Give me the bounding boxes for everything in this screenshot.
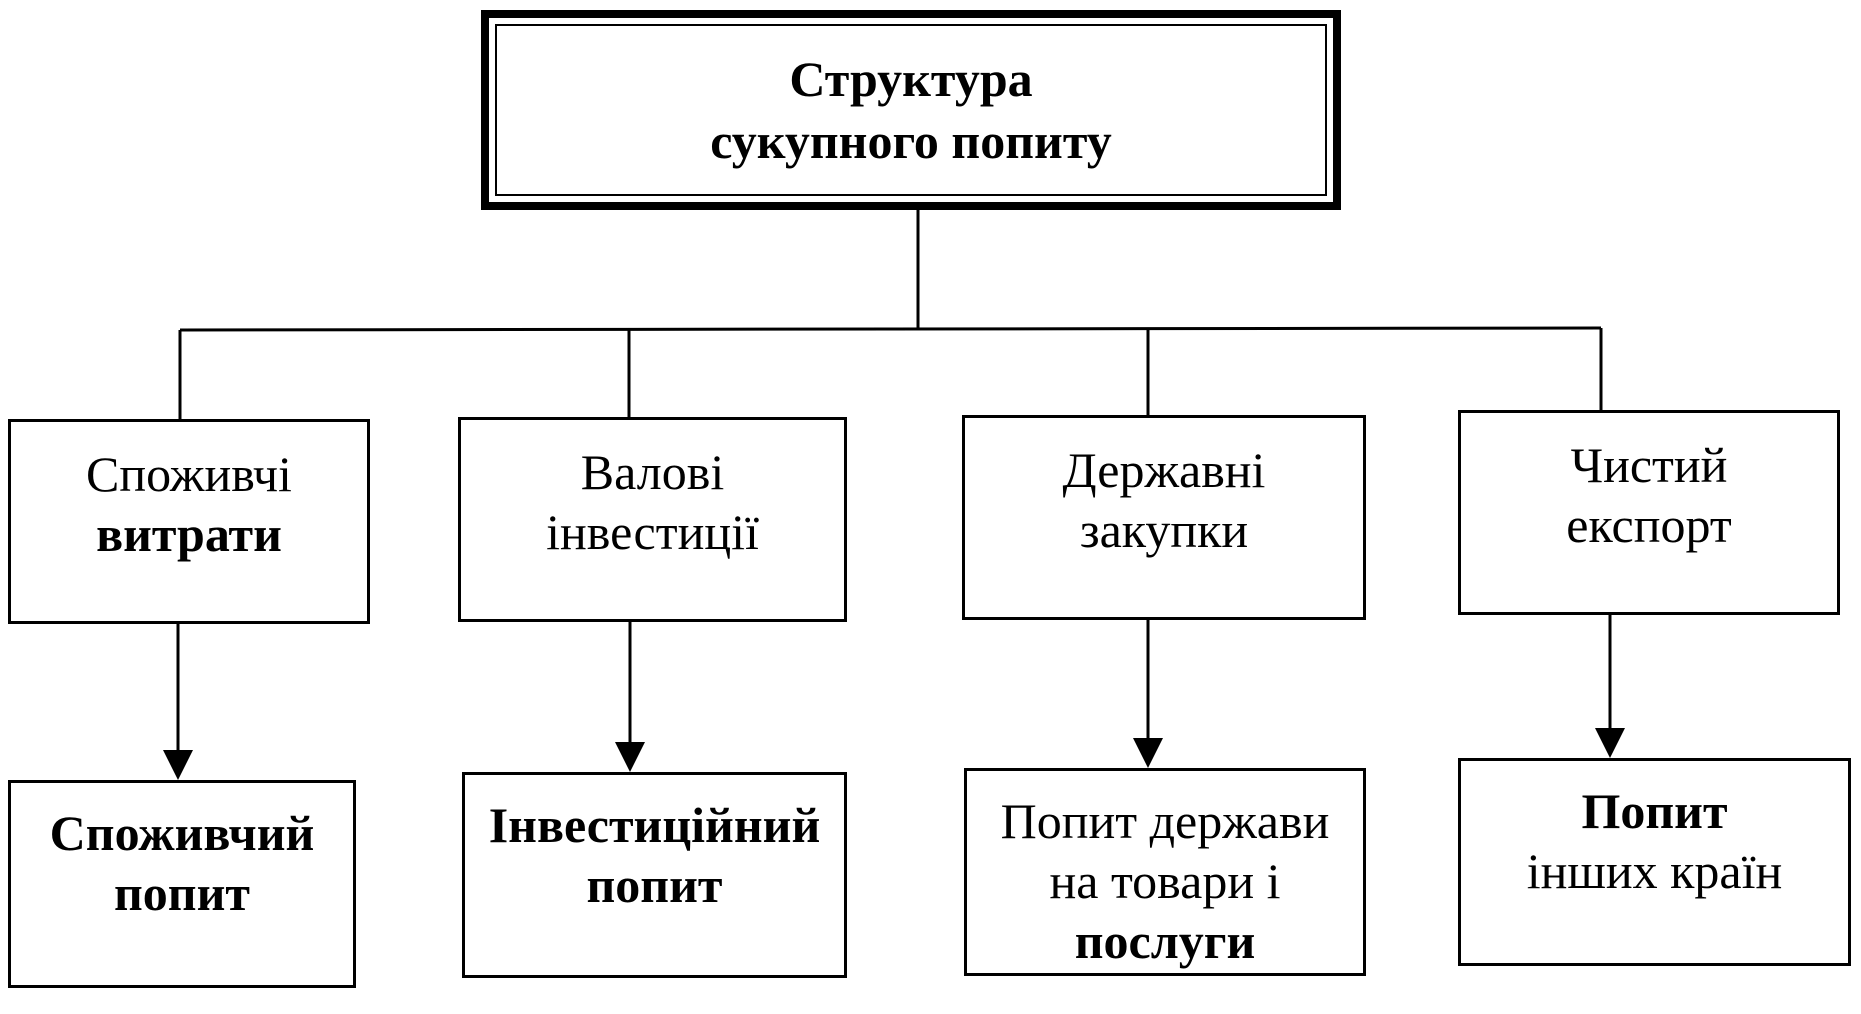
demand-label-line2: на товари і (1049, 853, 1281, 909)
component-label-line1: Споживчі (86, 446, 292, 502)
demand-label-line2: попит (114, 865, 250, 921)
component-box-consumer-spending: Споживчі витрати (8, 419, 370, 624)
demand-box-consumer: Споживчий попит (8, 780, 356, 988)
component-label-line2: інвестиції (546, 504, 759, 560)
component-box-gross-investment: Валові інвестиції (458, 417, 847, 622)
demand-box-investment: Інвестиційний попит (462, 772, 847, 978)
demand-box-government: Попит держави на товари і послуги (964, 768, 1366, 976)
arrowhead-investment (615, 742, 645, 772)
bus-line (179, 326, 1602, 332)
component-label-line1: Валові (580, 444, 725, 500)
demand-label-line2: інших країн (1526, 843, 1783, 899)
demand-label-line2: попит (586, 857, 723, 913)
root-title-line2: сукупного попиту (710, 113, 1112, 169)
component-label-line1: Державні (1062, 442, 1266, 498)
demand-label-line1: Попит держави (1000, 793, 1330, 849)
component-box-government-purchases: Державні закупки (962, 415, 1366, 620)
demand-label-line1: Попит (1581, 783, 1728, 839)
demand-box-foreign: Попит інших країн (1458, 758, 1851, 966)
arrowhead-foreign (1595, 728, 1625, 758)
component-box-net-export: Чистий експорт (1458, 410, 1840, 615)
arrowhead-consumer (163, 750, 193, 780)
demand-label-line1: Споживчий (49, 805, 315, 861)
root-box-inner-frame: Структура сукупного попиту (495, 24, 1327, 196)
arrowhead-government (1133, 738, 1163, 768)
component-label-line1: Чистий (1570, 437, 1728, 493)
component-label-line2: витрати (96, 506, 282, 562)
demand-label-line1: Інвестиційний (488, 797, 821, 853)
component-label-line2: експорт (1566, 497, 1732, 553)
root-title-line1: Структура (789, 51, 1033, 107)
demand-label-line3: послуги (1074, 913, 1256, 969)
root-box-aggregate-demand-structure: Структура сукупного попиту (481, 10, 1341, 210)
component-label-line2: закупки (1079, 502, 1249, 558)
